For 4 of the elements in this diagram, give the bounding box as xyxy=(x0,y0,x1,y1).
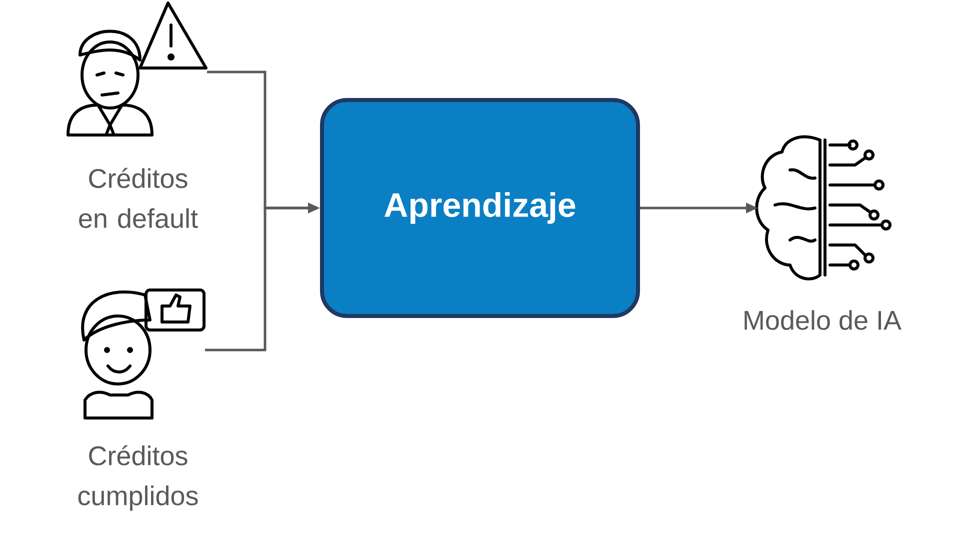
person-label: Créditos cumplidos xyxy=(78,445,198,511)
person-label: Créditos en default xyxy=(79,168,198,228)
model-label: Modelo de IA xyxy=(744,310,902,330)
process-box: Aprendizaje xyxy=(320,98,640,318)
